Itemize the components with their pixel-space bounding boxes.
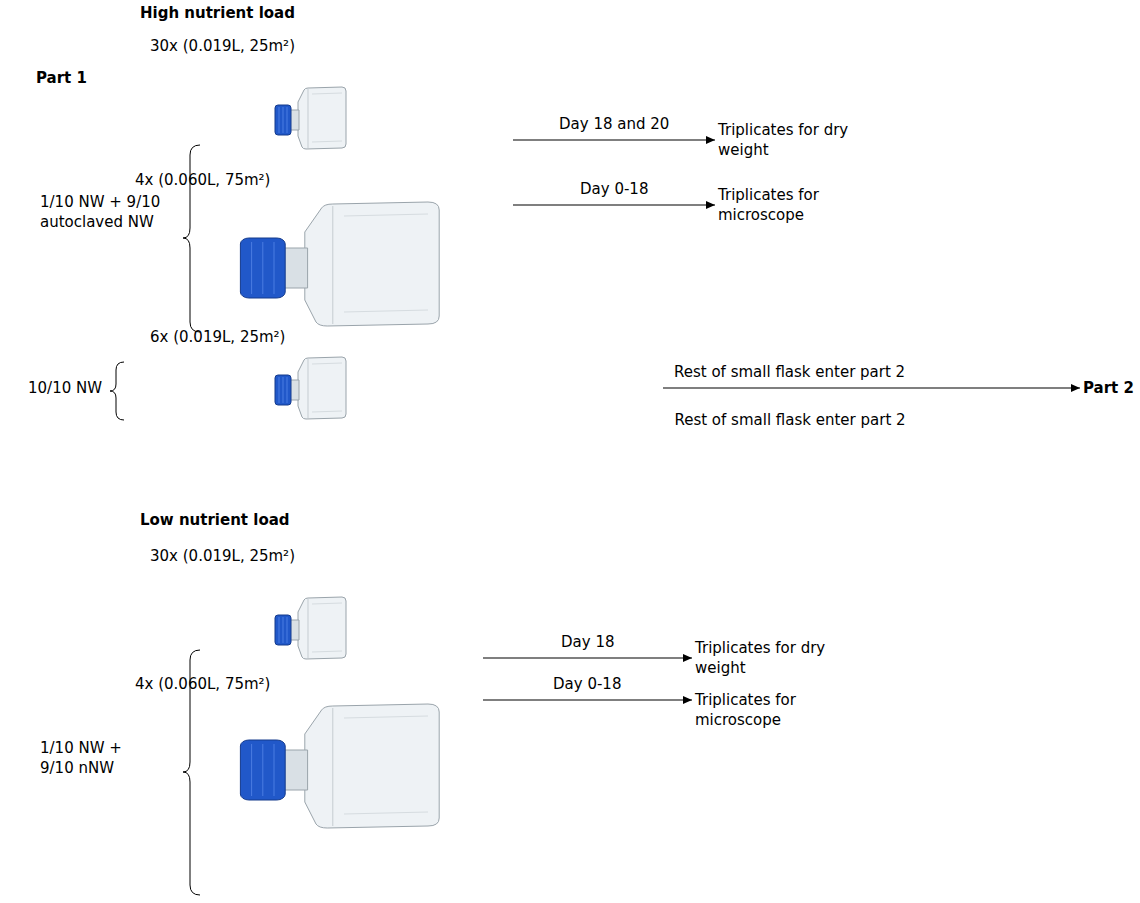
flask-group-node: 4x (0.060L, 75m²) <box>125 166 512 324</box>
arrow-label: Day 0-18 <box>551 674 623 694</box>
note-label: 1/10 NW + 9/10 autoclaved NW <box>40 192 185 233</box>
flow-arrow <box>513 139 715 140</box>
node-text: Triplicates for microscope <box>718 185 870 226</box>
group-bracket <box>110 362 124 420</box>
node-text: 30x (0.019L, 25m²) <box>150 36 502 56</box>
node-text: Triplicates for dry weight <box>718 120 870 161</box>
flask-group-node: 30x (0.019L, 25m²) <box>140 32 512 158</box>
node-text: Triplicates for microscope <box>695 690 847 731</box>
flow-arrow <box>483 699 692 700</box>
small-flask <box>275 357 346 419</box>
small-flask <box>275 87 346 149</box>
note-label: 10/10 NW <box>28 378 102 398</box>
node-text: Part 2 <box>1083 378 1136 398</box>
node-text: 4x (0.060L, 75m²) <box>135 170 502 190</box>
flow-arrow <box>513 204 715 205</box>
large-flask <box>240 704 439 828</box>
note-label: Rest of small flask enter part 2 <box>674 410 905 430</box>
section-heading: Part 1 <box>36 68 87 88</box>
result-node: Triplicates for dry weight <box>718 120 870 161</box>
result-node: Part 2 <box>1083 378 1136 398</box>
note-label: 1/10 NW + 9/10 nNW <box>40 738 140 779</box>
arrow-label: Day 0-18 <box>578 179 650 199</box>
arrow-label: Day 18 <box>559 632 616 652</box>
result-node: Triplicates for microscope <box>695 690 847 731</box>
flask-group-node: 30x (0.019L, 25m²) <box>140 542 482 666</box>
node-text: 6x (0.019L, 25m²) <box>150 327 652 347</box>
large-flask <box>240 202 439 326</box>
flow-arrow <box>663 387 1080 388</box>
flow-arrow <box>483 657 692 658</box>
section-heading: High nutrient load <box>140 3 295 23</box>
flask-group-node: 6x (0.019L, 25m²) <box>140 325 662 429</box>
flask-group-node: 4x (0.060L, 75m²) <box>125 670 482 838</box>
arrow-label: Rest of small flask enter part 2 <box>672 362 907 382</box>
node-text: 4x (0.060L, 75m²) <box>135 674 472 694</box>
node-text: Triplicates for dry weight <box>695 638 847 679</box>
section-heading: Low nutrient load <box>140 510 290 530</box>
small-flask <box>275 597 346 659</box>
result-node: Triplicates for dry weight <box>695 638 847 679</box>
result-node: Triplicates for microscope <box>718 185 870 226</box>
node-text: 30x (0.019L, 25m²) <box>150 546 472 566</box>
arrow-label: Day 18 and 20 <box>557 114 671 134</box>
